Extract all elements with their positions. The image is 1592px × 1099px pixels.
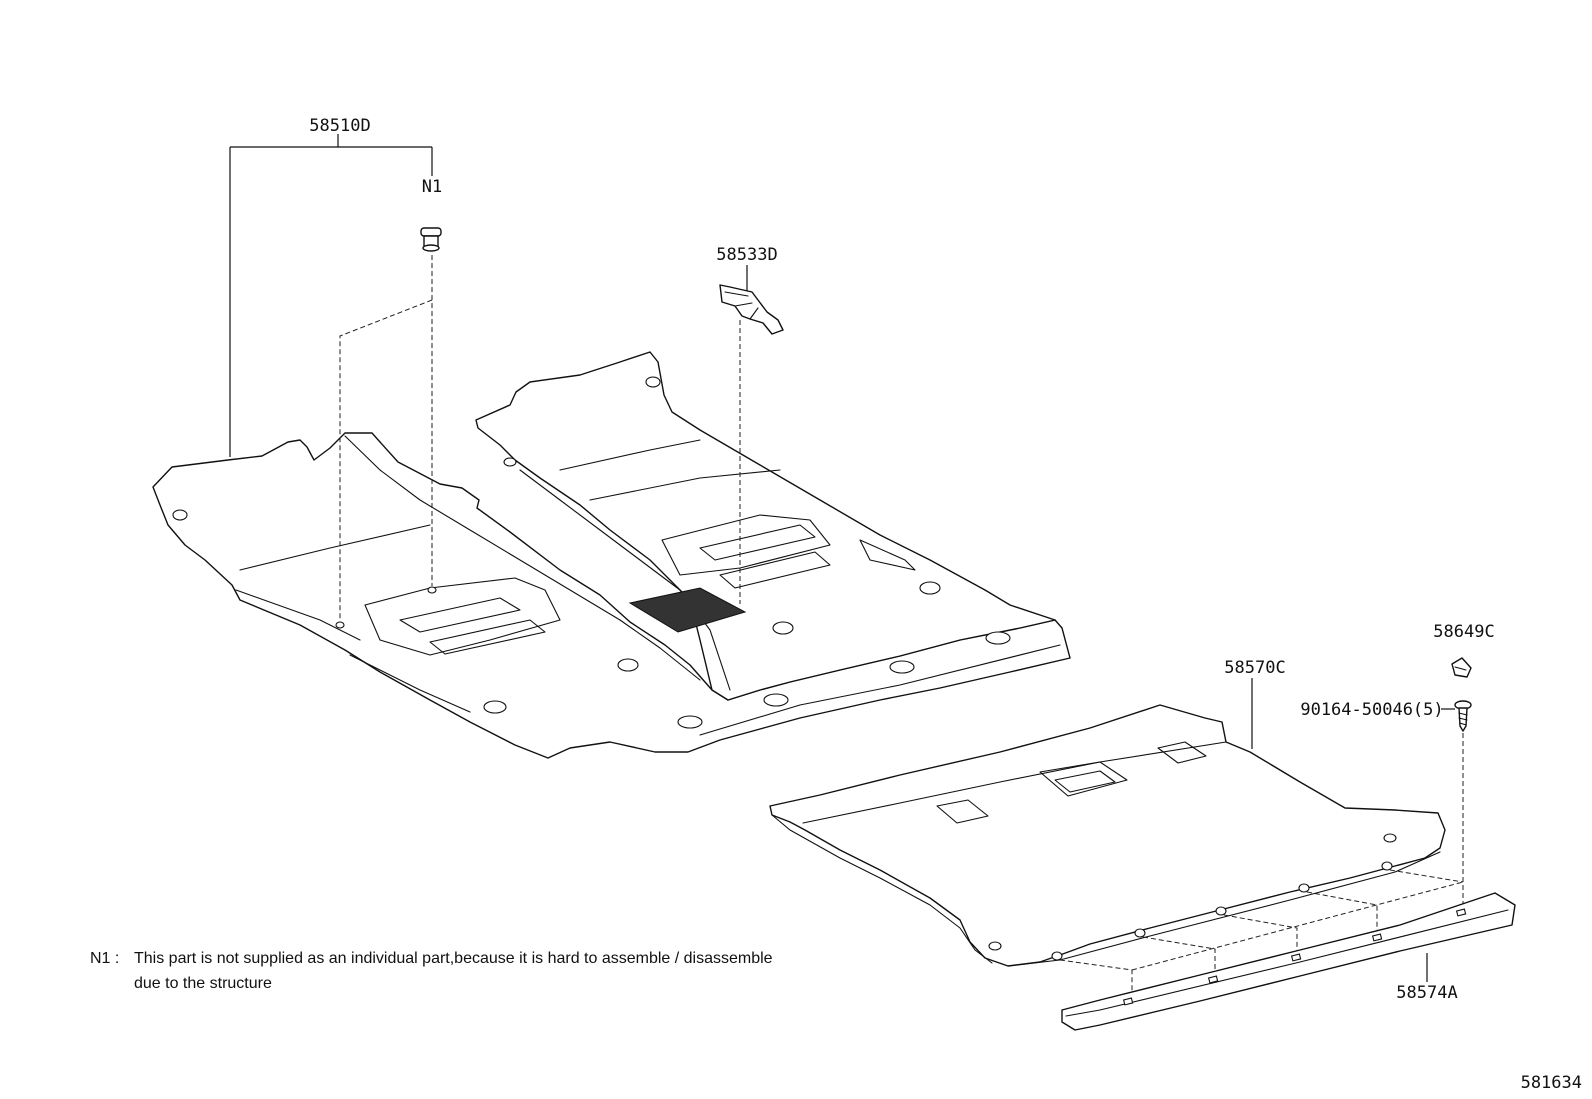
- floor-line-left: [239, 524, 431, 571]
- carpet-hole: [617, 658, 639, 672]
- rear-carpet-hole: [1051, 951, 1063, 961]
- edge-strip: [699, 644, 1061, 736]
- label-front-carpet: 58510D: [309, 116, 370, 136]
- footnote-line-1: This part is not supplied as an individu…: [134, 950, 773, 967]
- carpet-hole: [503, 457, 517, 467]
- screw-90164[interactable]: [1454, 700, 1472, 732]
- rear-carpet-center-line: [802, 741, 1227, 824]
- cap-58649C[interactable]: [1451, 657, 1472, 678]
- label-bracket: 58533D: [716, 245, 777, 265]
- carpet-hole: [483, 700, 507, 714]
- clip-head: [420, 227, 442, 237]
- sill-plate-58574A[interactable]: [1061, 892, 1516, 1031]
- front-carpet-right-half: [475, 351, 1056, 701]
- rear-recess-right: [1157, 741, 1207, 764]
- rear-carpet-hole: [1134, 928, 1146, 938]
- carpet-hole: [763, 693, 789, 707]
- sill-hole: [1290, 953, 1302, 962]
- tunnel-line: [344, 435, 701, 681]
- rear-recess-center: [1039, 761, 1128, 797]
- rear-recess-left: [936, 799, 989, 824]
- carpet-hole: [677, 715, 703, 729]
- rear-carpet-hole: [1215, 906, 1227, 916]
- sill-hole: [1455, 908, 1467, 917]
- sill-edge-line: [1065, 909, 1509, 1017]
- rear-carpet-hole: [1383, 833, 1397, 843]
- clip-hole: [335, 621, 345, 629]
- carpet-hole: [645, 376, 661, 388]
- footnote-line-2: due to the structure: [134, 975, 272, 992]
- side-pad-right: [859, 539, 916, 571]
- sill-dash-lines: [1059, 869, 1464, 1002]
- label-clip: N1: [422, 177, 442, 197]
- label-sill: 58574A: [1396, 983, 1457, 1003]
- rear-recess-center-inner: [1054, 770, 1116, 793]
- screw-thread: [1458, 712, 1468, 726]
- carpet-hole: [172, 509, 188, 521]
- floor-line-right-2: [589, 469, 781, 501]
- rear-carpet-outline: [769, 704, 1446, 967]
- label-rear-carpet: 58570C: [1224, 658, 1285, 678]
- rear-carpet-hole: [988, 941, 1002, 951]
- sill-hole: [1207, 975, 1219, 984]
- carpet-hole: [889, 660, 915, 674]
- footrest-rib-1: [399, 597, 521, 633]
- rear-floor-carpet[interactable]: [769, 704, 1446, 967]
- sill-hole: [1122, 997, 1134, 1006]
- tunnel-line-right: [519, 469, 731, 691]
- front-floor-carpet[interactable]: [152, 351, 1071, 759]
- cap-edge: [1454, 666, 1467, 671]
- footnote-marker: N1 :: [90, 950, 119, 967]
- clip-base: [422, 244, 440, 252]
- clip-n1[interactable]: [420, 227, 442, 252]
- edge-strip-left: [349, 654, 471, 713]
- diagram-id: 581634: [1521, 1073, 1582, 1093]
- bracket-fold: [724, 291, 759, 320]
- bracket-shape: [719, 284, 784, 335]
- floor-line-right: [559, 439, 701, 471]
- leader-58510D: [229, 134, 433, 457]
- cap-shape: [1451, 657, 1472, 678]
- footrest-recess-right: [661, 514, 831, 576]
- rear-carpet-hole: [1381, 861, 1393, 871]
- clip-hole: [427, 586, 437, 594]
- footrest-rib-4: [719, 551, 831, 589]
- footrest-rib-3: [699, 524, 816, 561]
- rear-carpet-thickness: [771, 814, 1441, 967]
- label-cap: 58649C: [1433, 622, 1494, 642]
- bracket-58533D[interactable]: [719, 284, 784, 335]
- footrest-rib-2: [429, 619, 546, 655]
- sill-hole: [1371, 933, 1383, 942]
- carpet-hole: [772, 621, 794, 635]
- footrest-recess-left: [364, 577, 561, 656]
- rear-carpet-hole: [1298, 883, 1310, 893]
- tunnel-cutout: [628, 587, 747, 633]
- carpet-hole: [919, 581, 941, 595]
- carpet-hole: [985, 631, 1011, 645]
- clip-dash-line: [339, 255, 433, 621]
- floor-line-front: [235, 589, 361, 641]
- label-screw: 90164-50046(5): [1300, 700, 1443, 720]
- sill-outline: [1061, 892, 1516, 1031]
